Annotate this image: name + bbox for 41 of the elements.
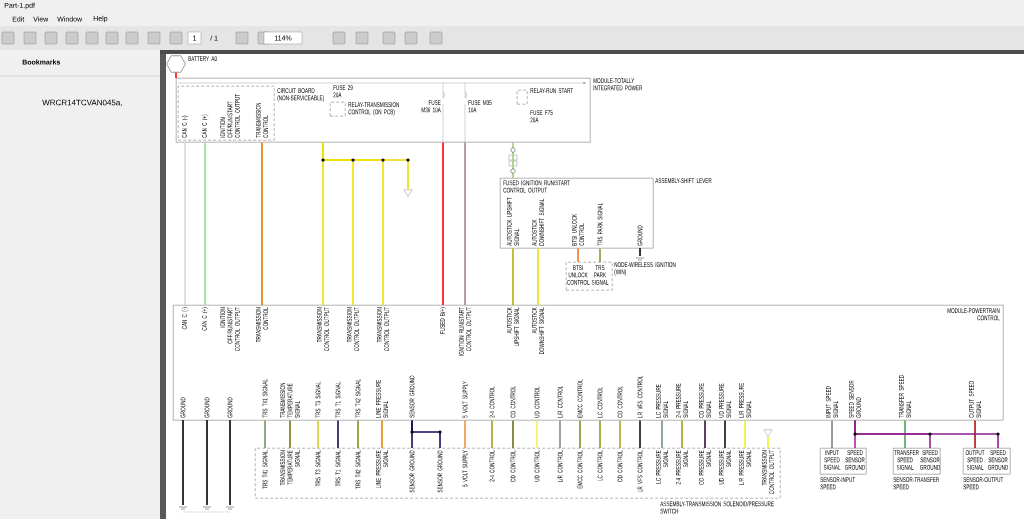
wire xyxy=(184,141,186,306)
wire xyxy=(744,419,746,449)
wire xyxy=(411,419,441,449)
wire xyxy=(974,419,976,449)
wire xyxy=(831,419,833,449)
wire xyxy=(661,419,663,449)
wire xyxy=(464,141,466,306)
wire xyxy=(381,419,383,449)
wire xyxy=(357,419,359,449)
wire xyxy=(264,419,266,449)
wire xyxy=(579,419,581,449)
wire xyxy=(599,247,601,263)
wire xyxy=(512,247,514,306)
wire xyxy=(512,141,514,179)
wire xyxy=(204,141,206,306)
wire xyxy=(464,419,466,449)
wire xyxy=(577,247,579,263)
connector-symbol xyxy=(403,189,413,197)
wire xyxy=(175,71,177,79)
wire xyxy=(491,419,493,449)
wire xyxy=(261,141,263,306)
wire xyxy=(724,419,726,449)
wire xyxy=(512,419,514,449)
wire xyxy=(904,419,906,449)
wire xyxy=(537,247,539,306)
wire xyxy=(317,419,319,449)
wire xyxy=(767,436,769,449)
wire xyxy=(536,419,538,449)
wire xyxy=(289,419,291,449)
wire xyxy=(639,419,641,449)
wire xyxy=(704,419,706,449)
wire xyxy=(681,419,683,449)
wire xyxy=(619,419,621,449)
wire xyxy=(599,419,601,449)
wire xyxy=(442,141,444,306)
wire xyxy=(854,419,999,449)
wire xyxy=(337,419,339,449)
wire xyxy=(559,419,561,449)
connector-symbol xyxy=(763,429,773,437)
wire xyxy=(322,141,409,191)
bookmark-item: WRCR14TCVAN045a, xyxy=(42,99,122,107)
